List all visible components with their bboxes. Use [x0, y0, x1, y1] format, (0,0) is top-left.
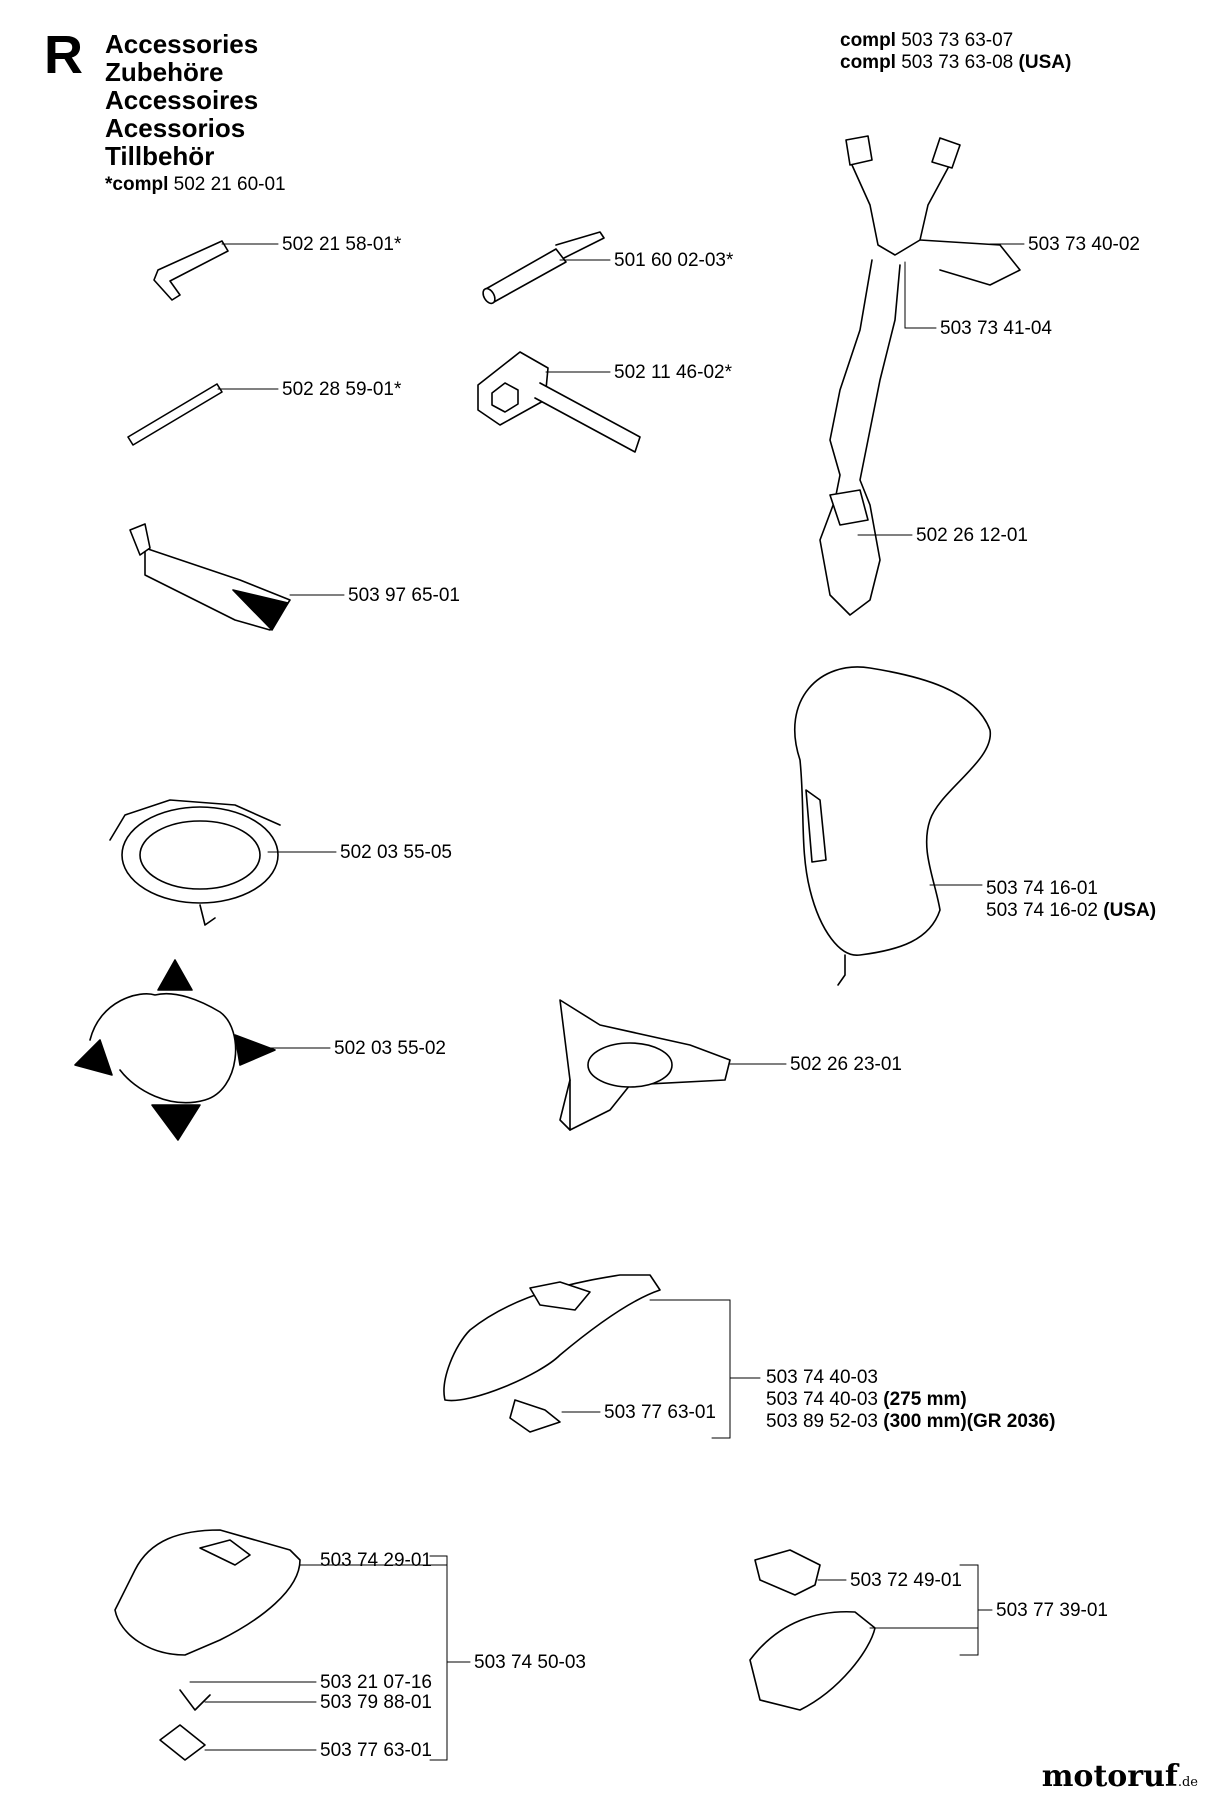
part-label-harness-pad: 502 26 12-01 — [916, 525, 1028, 546]
section-letter: R — [44, 25, 83, 85]
hex-key-drawing — [153, 240, 279, 301]
combination-spanner-drawing — [477, 351, 641, 453]
part-label-small-guard-kit: 503 77 39-01 — [996, 1600, 1108, 1621]
title-english: Accessories — [105, 29, 259, 59]
small-guard-drawing — [749, 1549, 993, 1711]
part-label-harness-strap: 503 73 41-04 — [940, 318, 1052, 339]
part-label-shoulder-strap-1: 503 74 16-01 — [986, 878, 1098, 899]
brand-watermark: motoruf.de — [1041, 1759, 1198, 1794]
part-label-grease: 503 97 65-01 — [348, 585, 460, 606]
part-label-spanner: 502 11 46-02* — [614, 362, 732, 383]
compl-note: *compl 502 21 60-01 — [105, 174, 286, 195]
part-label-plate: 503 77 63-01 — [320, 1740, 432, 1761]
three-blade-guard-drawing — [74, 959, 331, 1141]
part-label-blade-guard-plate: 503 77 63-01 — [604, 1402, 716, 1423]
part-label-blade-guard-1: 503 74 40-03 — [766, 1367, 878, 1388]
part-label-hex-key: 502 21 58-01* — [282, 234, 402, 255]
part-label-three-blade-guard: 502 03 55-02 — [334, 1038, 446, 1059]
part-label-blade-guard-3: 503 89 52-03 (300 mm)(GR 2036) — [766, 1411, 1056, 1432]
part-label-guard-kit: 503 74 50-03 — [474, 1652, 586, 1673]
part-label-bracket: 503 72 49-01 — [850, 1570, 962, 1591]
blade-guard-drawing — [443, 1274, 761, 1439]
part-label-blade-guard-2: 503 74 40-03 (275 mm) — [766, 1389, 967, 1410]
harness-compl-2: compl 503 73 63-08 (USA) — [840, 52, 1072, 73]
ring-guard-drawing — [109, 799, 337, 926]
screwdriver-drawing — [482, 231, 611, 305]
part-label-screwdriver: 501 60 02-03* — [614, 250, 734, 271]
cutter-support-drawing — [559, 999, 787, 1131]
title-spanish: Acessorios — [105, 113, 246, 143]
harness-drawing — [819, 135, 1025, 616]
title-french: Accessoires — [105, 85, 259, 115]
title-swedish: Tillbehör — [105, 141, 215, 171]
harness-compl-1: compl 503 73 63-07 — [840, 30, 1014, 51]
large-guard-drawing — [114, 1529, 471, 1761]
part-label-knife: 503 79 88-01 — [320, 1692, 432, 1713]
part-label-harness-buckle: 503 73 40-02 — [1028, 234, 1140, 255]
part-label-screw: 503 21 07-16 — [320, 1672, 432, 1693]
part-label-ring-guard: 502 03 55-05 — [340, 842, 452, 863]
grease-tube-drawing — [129, 523, 345, 631]
part-label-shoulder-strap-2: 503 74 16-02 (USA) — [986, 900, 1157, 921]
shoulder-strap-drawing — [794, 666, 991, 986]
part-label-large-guard: 503 74 29-01 — [320, 1550, 432, 1571]
title-german: Zubehöre — [105, 57, 224, 87]
part-label-cutter-support: 502 26 23-01 — [790, 1054, 902, 1075]
part-label-rod: 502 28 59-01* — [282, 379, 402, 400]
rod-drawing — [127, 383, 279, 446]
